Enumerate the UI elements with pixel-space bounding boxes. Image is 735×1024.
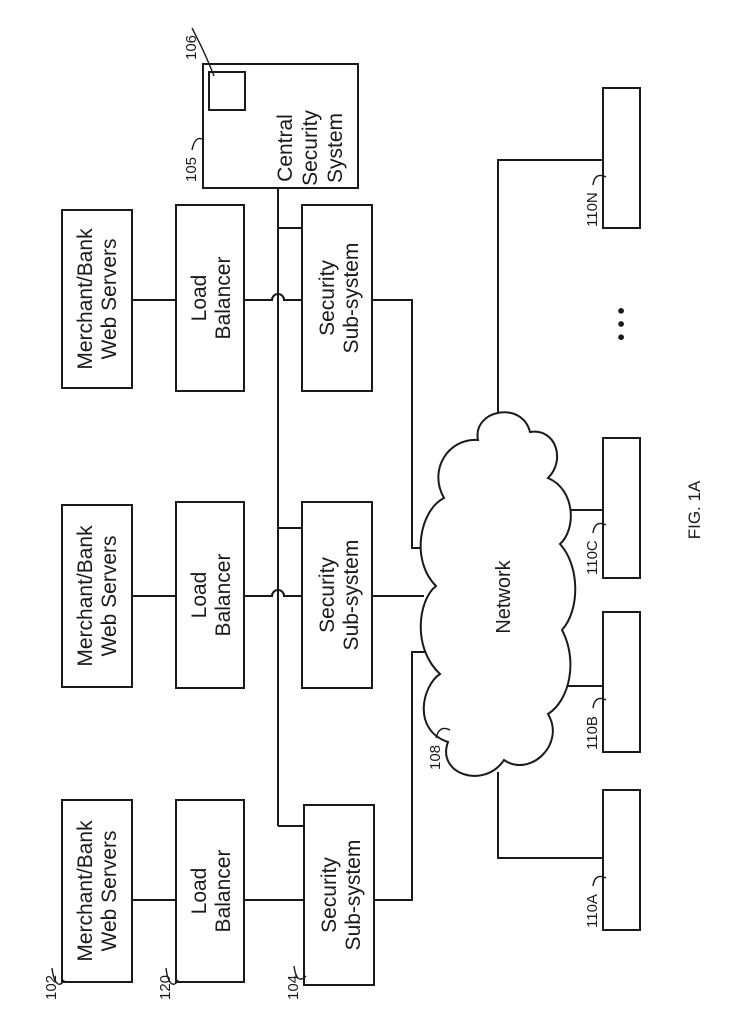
link-sub3-network xyxy=(372,300,432,548)
security-subsystem-3-line1: Security xyxy=(316,260,339,336)
ref-110A: 110A xyxy=(584,894,601,928)
web-server-2-line1: Merchant/Bank xyxy=(74,525,97,667)
web-server-3-line1: Merchant/Bank xyxy=(74,228,97,370)
security-subsystem-1: Security Sub-system xyxy=(304,805,374,985)
ref-105: 105 xyxy=(183,157,200,182)
security-subsystem-2-line1: Security xyxy=(316,557,339,633)
clients-ellipsis: • • • xyxy=(610,307,633,341)
client-110B-box xyxy=(603,612,640,752)
load-balancer-3: Load Balancer xyxy=(176,205,244,391)
load-balancer-2-line1: Load xyxy=(188,572,211,619)
link-sub1-network xyxy=(374,652,432,900)
client-110N-box xyxy=(603,88,640,228)
web-server-3-box xyxy=(62,210,132,388)
load-balancer-1: Load Balancer xyxy=(176,800,244,982)
ref-110N: 110N xyxy=(584,192,601,227)
central-security-inner-box xyxy=(209,72,245,110)
figure-label: FIG. 1A xyxy=(685,480,704,539)
web-server-3-line2: Web Servers xyxy=(98,239,121,360)
network-cloud: Network xyxy=(421,412,576,776)
ref-110B: 110B xyxy=(584,716,601,750)
security-subsystem-2: Security Sub-system xyxy=(302,502,372,688)
ref-120: 120 xyxy=(157,975,174,1000)
security-subsystem-3: Security Sub-system xyxy=(302,205,372,391)
central-security-line2: Security xyxy=(299,110,322,186)
web-server-2-line2: Web Servers xyxy=(98,536,121,657)
load-balancer-3-line1: Load xyxy=(188,275,211,322)
web-server-2: Merchant/Bank Web Servers xyxy=(62,505,132,687)
load-balancer-1-line2: Balancer xyxy=(212,850,235,933)
load-balancer-2-line2: Balancer xyxy=(212,554,235,637)
link-lb-bus-2 xyxy=(244,590,302,596)
central-security-line3: System xyxy=(324,113,347,183)
link-network-110A xyxy=(498,772,603,858)
security-subsystem-3-line2: Sub-system xyxy=(340,243,363,354)
ref-102: 102 xyxy=(43,975,60,1000)
web-server-3: Merchant/Bank Web Servers xyxy=(62,210,132,388)
ref-108: 108 xyxy=(427,745,444,770)
central-security-system: Central Security System xyxy=(203,64,358,188)
load-balancer-2: Load Balancer xyxy=(176,502,244,688)
security-subsystem-1-line1: Security xyxy=(318,857,341,933)
link-lb-bus-3 xyxy=(244,294,302,300)
web-server-2-box xyxy=(62,505,132,687)
security-subsystem-2-line2: Sub-system xyxy=(340,540,363,651)
client-110A-box xyxy=(603,790,640,930)
security-subsystem-1-line2: Sub-system xyxy=(342,840,365,951)
web-server-1: Merchant/Bank Web Servers xyxy=(62,800,132,982)
web-server-1-line2: Web Servers xyxy=(98,831,121,952)
network-label: Network xyxy=(493,559,515,633)
ref-110C: 110C xyxy=(584,540,601,575)
load-balancer-3-line2: Balancer xyxy=(212,257,235,340)
client-110C-box xyxy=(603,438,640,578)
web-server-1-line1: Merchant/Bank xyxy=(74,820,97,962)
web-server-1-box xyxy=(62,800,132,982)
central-security-line1: Central xyxy=(274,114,297,182)
load-balancer-1-line1: Load xyxy=(188,868,211,915)
